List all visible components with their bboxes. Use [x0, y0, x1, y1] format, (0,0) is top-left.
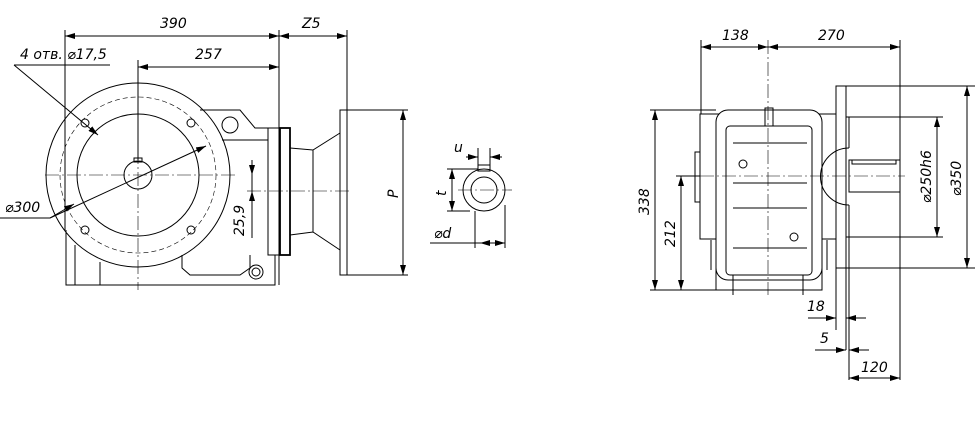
mounting-flange: [835, 85, 847, 269]
dim-270: 270: [818, 28, 845, 44]
dim-390: 390: [160, 16, 187, 32]
dim-18: 18: [807, 299, 825, 315]
dim-120: 120: [861, 360, 888, 376]
bolt-hole: [80, 118, 90, 128]
dim-u: u: [454, 140, 463, 156]
shaft-section: u t ⌀d: [430, 140, 512, 248]
bolt-hole: [186, 118, 196, 128]
dim-t: t: [434, 190, 450, 196]
dim-250h6: ⌀250h6: [919, 150, 935, 203]
holes-note: 4 отв. ⌀17,5: [20, 47, 107, 63]
dim-300: ⌀300: [5, 200, 40, 216]
motor-flange: [339, 109, 348, 276]
dim-d: ⌀d: [434, 226, 451, 242]
dim-138: 138: [722, 28, 749, 44]
dim-350: ⌀350: [949, 161, 965, 196]
dim-25-9: 25,9: [232, 205, 248, 236]
side-view: 390 Z5 257 4 отв. ⌀17,5 ⌀300 25,9 P: [0, 16, 408, 290]
bolt-hole: [80, 225, 90, 235]
dim-5: 5: [820, 331, 829, 347]
front-view: 138 270 338 212 ⌀250h6 ⌀350 18 5 120: [637, 28, 975, 381]
dim-p: P: [386, 189, 402, 198]
dim-z5: Z5: [301, 16, 321, 32]
dim-338: 338: [637, 188, 653, 215]
dim-257: 257: [195, 47, 222, 63]
dim-212: 212: [663, 220, 679, 247]
bolt-hole: [186, 225, 196, 235]
